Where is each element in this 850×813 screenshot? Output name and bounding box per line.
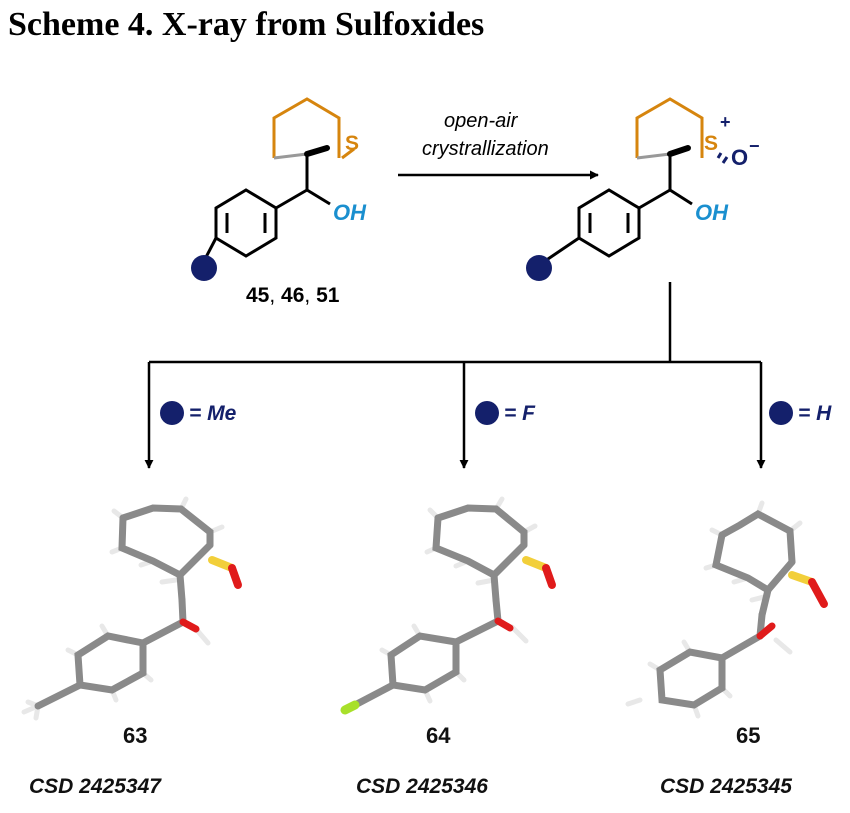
compound-number-63: 63 [123,723,148,748]
substrate-structure [191,97,355,281]
negative-charge: − [749,136,760,156]
substituent-dot [526,255,552,281]
wedge-bond [304,145,330,157]
condition-line-1: open-air [444,110,518,132]
thiane-ring-carbon-bonds [635,97,704,158]
wedge-bond [667,145,691,157]
hashed-s-o-bond [716,152,723,159]
sulfoxide-structure [526,97,729,281]
oxygen-atom-label: O [731,145,749,170]
c-oh-bond [306,188,331,206]
csd-number-64: CSD 2425346 [356,775,488,798]
substituent-label-f: = F [504,402,535,425]
substituent-dot [475,401,499,425]
branch-tree [144,282,793,469]
crystal-structure-63 [21,496,242,721]
c-oh-bond [669,188,693,206]
crystal-structure-64 [340,496,556,715]
substituent-label-h: = H [798,402,832,425]
substituent-label-me: = Me [189,402,237,425]
substituent-dot [160,401,184,425]
scheme-title: Scheme 4. X-ray from Sulfoxides [8,6,485,43]
crystal-structure-65 [625,500,828,719]
compound-number-65: 65 [736,723,761,748]
ring-ch-bond [273,152,308,160]
sulfur-atom-label: S [704,132,719,155]
positive-charge: + [720,112,731,132]
ring-c-s-bond [341,147,355,160]
substituent-dot [191,255,217,281]
substrate-compound-label: 45, 46, 51 [246,284,340,307]
c-aryl-bond [638,188,671,210]
ring-ch-bond [636,152,671,160]
substituent-dot [769,401,793,425]
aryl-substituent-bond [544,236,580,263]
csd-number-63: CSD 2425347 [29,775,161,798]
sulfur-atom-label: S [345,132,360,155]
hashed-s-o-bond [721,156,729,164]
c-aryl-bond [275,188,308,210]
thiane-ring-carbon-bonds [272,97,341,158]
csd-number-65: CSD 2425345 [660,775,792,798]
compound-number-64: 64 [426,723,451,748]
condition-line-2: crystrallization [422,138,549,160]
hydroxyl-label: OH [695,200,728,225]
hydroxyl-label: OH [333,200,366,225]
benzene-ring [214,188,278,258]
benzene-ring [577,188,641,258]
